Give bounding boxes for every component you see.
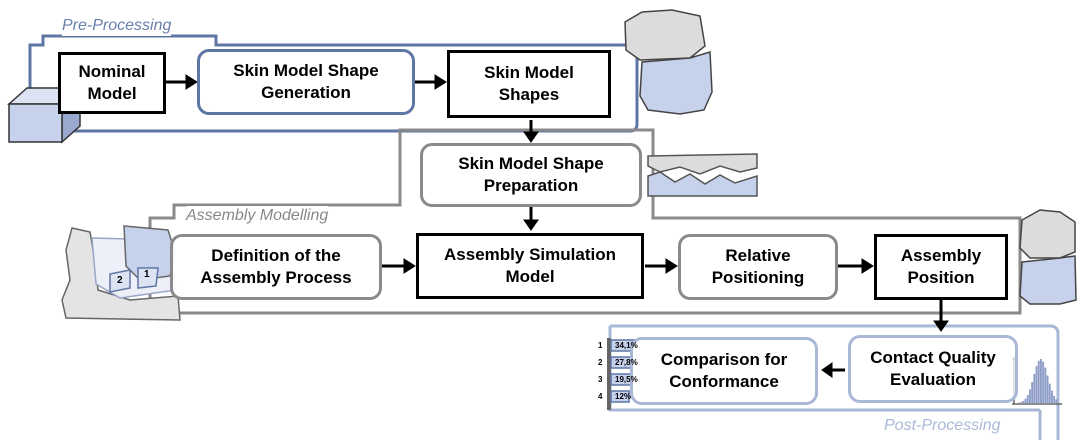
ranking-rank: 2 — [598, 358, 603, 367]
ranking-value: 34,1% — [615, 341, 638, 350]
skin-model-shapes-box: Skin Model Shapes — [447, 50, 611, 118]
ranking-value: 19,5% — [615, 375, 638, 384]
histogram-bar — [1046, 375, 1049, 403]
post-processing-label: Post-Processing — [884, 417, 1001, 434]
histogram-bar — [1022, 400, 1025, 403]
histogram-bar — [1024, 398, 1027, 403]
ranking-value: 27,8% — [615, 358, 638, 367]
ranking-rank: 3 — [598, 375, 603, 384]
assembly-simulation-model-box: Assembly Simulation Model — [416, 233, 644, 299]
comparison-for-conformance-box: Comparison for Conformance — [630, 337, 818, 405]
histogram-bar — [1053, 395, 1056, 403]
assembly-modelling-label: Assembly Modelling — [186, 206, 329, 226]
surface-preparation-illustration — [647, 153, 758, 197]
histogram-bar — [1040, 359, 1042, 403]
skin-model-parts-illustration-top — [624, 9, 713, 115]
histogram-bar — [1033, 373, 1036, 403]
ranking-bar — [610, 390, 630, 403]
skin-model-shape-preparation-box: Skin Model Shape Preparation — [420, 143, 642, 207]
histogram-bar — [1031, 382, 1034, 403]
skin-model-shape-generation-box: Skin Model Shape Generation — [197, 49, 415, 115]
part-1-label: 1 — [144, 269, 150, 280]
nominal-model-box: Nominal Model — [58, 52, 166, 114]
histogram-bar — [1029, 389, 1031, 403]
relative-positioning-box: Relative Positioning — [678, 234, 838, 300]
definition-assembly-process-box: Definition of the Assembly Process — [170, 234, 382, 300]
assembly-position-box: Assembly Position — [874, 234, 1008, 300]
histogram-bar — [1026, 394, 1029, 403]
assembly-definition-illustration — [61, 225, 181, 321]
histogram-bar — [1042, 361, 1045, 403]
histogram-bar — [1055, 399, 1058, 403]
histogram-bar — [1051, 390, 1053, 403]
assembly-modelling-frame — [148, 128, 1022, 315]
ranking-value: 12% — [615, 392, 632, 401]
pre-processing-label: Pre-Processing — [62, 16, 172, 36]
skin-model-parts-illustration-right — [1019, 209, 1077, 305]
histogram-bar — [1035, 366, 1038, 403]
histogram-bar — [1044, 367, 1047, 403]
contact-quality-evaluation-box: Contact Quality Evaluation — [848, 335, 1018, 403]
histogram-illustration — [1012, 356, 1062, 405]
histogram-bar — [1020, 402, 1023, 403]
ranking-rank: 1 — [598, 341, 603, 350]
histogram-bar — [1037, 360, 1040, 403]
histogram-bar — [1048, 383, 1051, 403]
part-2-label: 2 — [117, 275, 123, 286]
ranking-rank: 4 — [598, 392, 603, 401]
